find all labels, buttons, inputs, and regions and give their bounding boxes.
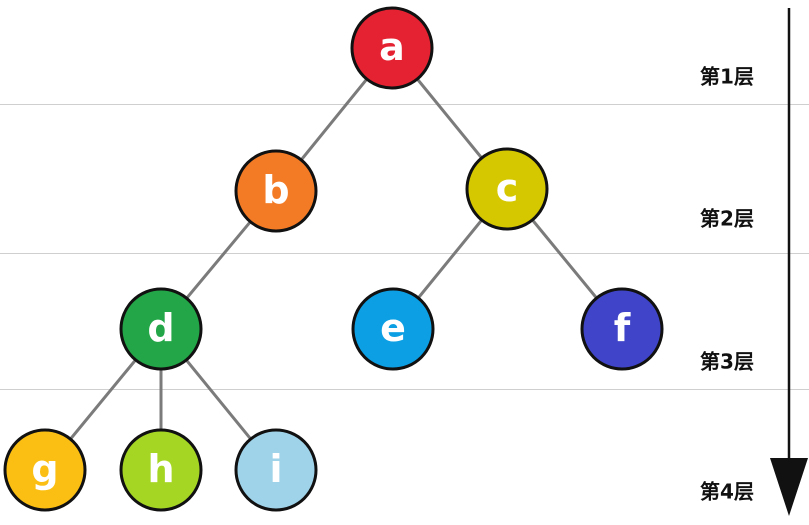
level-label-4: 第4层	[700, 480, 754, 504]
node-d-label: d	[147, 306, 174, 350]
node-g: g	[3, 428, 87, 512]
level-label-3: 第3层	[700, 350, 754, 374]
node-e-label: e	[380, 306, 406, 350]
node-a-label: a	[379, 25, 405, 69]
down-arrow-icon	[770, 458, 808, 516]
node-i-circle	[234, 428, 318, 512]
tree-edges	[43, 46, 624, 472]
node-d-circle	[119, 287, 203, 371]
tree-nodes: a b c d e f g h i	[3, 6, 664, 512]
node-i: i	[234, 428, 318, 512]
node-c-label: c	[496, 166, 519, 210]
node-g-circle	[3, 428, 87, 512]
node-b-circle	[234, 149, 318, 233]
node-a: a	[350, 6, 434, 90]
level-separators	[0, 104, 809, 390]
node-e: e	[351, 287, 435, 371]
node-i-label: i	[269, 447, 282, 491]
node-f: f	[580, 287, 664, 371]
level-axis	[770, 8, 808, 516]
node-h-label: h	[147, 447, 174, 491]
node-d: d	[119, 287, 203, 371]
level-label-2: 第2层	[700, 207, 754, 231]
node-e-circle	[351, 287, 435, 371]
node-b-label: b	[262, 168, 289, 212]
node-c-circle	[465, 147, 549, 231]
node-c: c	[465, 147, 549, 231]
node-h: h	[119, 428, 203, 512]
node-b: b	[234, 149, 318, 233]
level-label-1: 第1层	[700, 65, 754, 89]
node-h-circle	[119, 428, 203, 512]
node-f-circle	[580, 287, 664, 371]
node-a-circle	[350, 6, 434, 90]
node-g-label: g	[31, 447, 58, 491]
node-f-label: f	[614, 306, 631, 350]
